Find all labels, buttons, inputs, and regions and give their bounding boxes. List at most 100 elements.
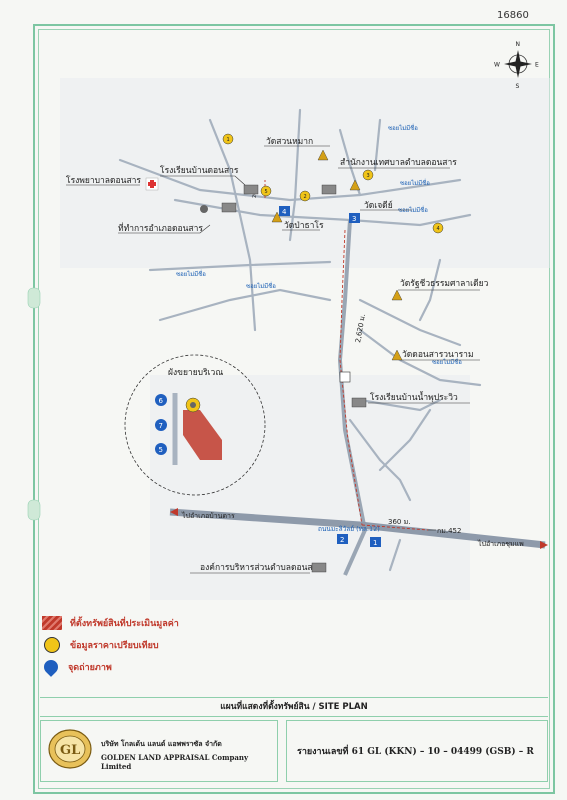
km-label: กม.452 — [437, 527, 461, 535]
comparable-number-4: 4 — [437, 226, 440, 232]
office-icon-3 — [311, 562, 327, 573]
reference-number: 16860 — [497, 10, 529, 21]
highway-label: ถนนมะลิวัลย์ (ทล.12) — [318, 525, 380, 533]
photo-marker-1: 1 — [370, 537, 381, 547]
map-legend: ที่ตั้งทรัพย์สินที่ประเมินมูลค่า ข้อมูลร… — [41, 612, 342, 678]
compass-w: W — [494, 62, 500, 69]
place-municipal-office: สำนักงานเทศบาลตำบลดอนสาร — [340, 158, 457, 168]
comparable-number-5: 5 — [265, 189, 268, 195]
compass-rose: N S E W — [494, 41, 539, 90]
legend-subject-label: ที่ตั้งทรัพย์สินที่ประเมินมูลค่า — [70, 619, 179, 629]
company-name-th: บริษัท โกลเด้น แลนด์ แอพพราซัล จำกัด — [101, 740, 222, 748]
secondary-roads — [118, 108, 482, 572]
comparable-marker-3 — [362, 169, 374, 181]
place-wat-rat: วัดรัฐชีวธรรมศาลาเดียว — [400, 278, 489, 289]
inset-circle — [124, 354, 266, 496]
legend-subject: ที่ตั้งทรัพย์สินที่ประเมินมูลค่า — [42, 612, 342, 634]
distance-line-2620 — [339, 229, 363, 526]
compass-s: S — [516, 83, 520, 90]
compass-e: E — [535, 62, 539, 69]
temple-icon-2 — [349, 179, 361, 191]
comparable-number-3: 3 — [367, 173, 370, 179]
soi-label-4: ซอยไม่มีชื่อ — [176, 270, 206, 278]
comparable-marker-4 — [432, 222, 444, 234]
building-icons — [221, 184, 367, 573]
landmark-dot-icon — [200, 205, 208, 213]
gas-station-icon — [339, 371, 351, 383]
soi-label-3: ซอยไม่มีชื่อ — [398, 206, 428, 214]
arrow-left — [170, 508, 178, 516]
road-east-west-upper — [118, 158, 462, 202]
svg-text:2: 2 — [340, 536, 344, 544]
svg-text:7: 7 — [159, 422, 163, 430]
road-west-arc — [158, 288, 332, 322]
compass-n: N — [516, 41, 521, 48]
road-diagonal-se — [348, 418, 412, 502]
place-wat-don: วัดดอนสารวนาราม — [402, 350, 474, 360]
soi-label-5: ซอยไม่มีชื่อ — [246, 282, 276, 290]
place-wat-jedi: วัดเจดีย์ — [364, 200, 393, 211]
photo-marker-3: 3 — [349, 213, 360, 223]
road-school-spur — [358, 398, 442, 412]
place-district-office: ที่ทำการอำเภอดอนสาร — [118, 222, 203, 234]
school-icon-1 — [243, 184, 259, 195]
distance-line-360 — [361, 524, 429, 531]
comparable-marker-5 — [260, 185, 272, 197]
road-east-lowest — [358, 328, 482, 387]
legend-photo: จุดถ่ายภาพ — [41, 656, 342, 678]
leader-lines — [66, 145, 480, 574]
temple-icon-1 — [317, 149, 329, 161]
office-icon-2 — [321, 184, 337, 195]
inset-title: ผังขยายบริเวณ — [168, 368, 223, 378]
binder-holes — [27, 287, 41, 521]
company-name-en: GOLDEN LAND APPRAISAL Company Limited — [101, 753, 249, 771]
inset-photo-6: 6 — [155, 394, 167, 406]
place-sao: องค์การบริหารส่วนตำบลดอนสาร — [200, 562, 322, 573]
office-icon-1 — [221, 202, 237, 213]
legend-comparable-label: ข้อมูลราคาเปรียบเทียบ — [70, 641, 159, 651]
distance-360: 360 ม. — [388, 518, 410, 526]
temple-icon-3 — [271, 211, 283, 223]
place-hospital: โรงพยาบาลดอนสาร — [66, 175, 141, 186]
road-mid — [173, 198, 352, 222]
road-se-branch — [378, 408, 432, 472]
svg-text:5: 5 — [159, 446, 163, 454]
road-east-mid — [348, 213, 472, 227]
place-wat-suan-mak: วัดสวนหมาก — [266, 137, 313, 147]
svg-text:6: 6 — [159, 397, 164, 405]
footer: GL บริษัท โกลเด้น แลนด์ แอพพราซัล จำกัด … — [40, 718, 548, 786]
inset-detail: ผังขยายบริเวณ 6 7 5 — [124, 354, 266, 496]
svg-text:1: 1 — [373, 539, 377, 547]
report-number: รายงานเลขที่ 61 GL (KKN) – 10 – 04499 (G… — [297, 747, 534, 757]
photo-marker-4: 4 — [279, 206, 290, 216]
inset-comparable-center — [190, 402, 196, 408]
photo-marker-2: 2 — [337, 534, 348, 544]
road-ne-spur — [373, 118, 382, 172]
road-lower-west — [148, 260, 332, 272]
logo-text: GL — [60, 743, 80, 758]
place-school-ban-khok: โรงเรียนบ้านดอนสาร — [160, 165, 239, 176]
comparable-marker-1 — [222, 133, 234, 145]
outer-frame — [33, 24, 555, 794]
soi-label-1: ซอยไม่มีชื่อ — [388, 124, 418, 132]
highway-road — [169, 508, 546, 549]
arrow-right — [540, 541, 548, 549]
road-east-connector — [418, 258, 442, 322]
map-bg-block-lower — [150, 375, 470, 600]
inset-photo-7: 7 — [155, 419, 167, 431]
inset-photo-5: 5 — [155, 443, 167, 455]
temple-icons — [271, 149, 403, 361]
road-south-stub — [388, 538, 402, 572]
photo-legend-icon — [41, 657, 61, 677]
photo-markers: 1 2 3 4 — [279, 206, 381, 547]
legend-comparable: ข้อมูลราคาเปรียบเทียบ — [42, 634, 342, 656]
school-icon-2 — [351, 397, 367, 408]
company-box: GL บริษัท โกลเด้น แลนด์ แอพพราซัล จำกัด … — [40, 720, 278, 782]
place-school-ban-nam: โรงเรียนบ้านน้ำพุประวิว — [370, 391, 458, 403]
comparable-number-2: 2 — [304, 194, 307, 200]
site-plan-title: แผนที่แสดงที่ตั้งทรัพย์สิน / SITE PLAN — [40, 697, 548, 717]
hospital-icon — [145, 177, 159, 191]
comparable-markers — [222, 133, 444, 234]
